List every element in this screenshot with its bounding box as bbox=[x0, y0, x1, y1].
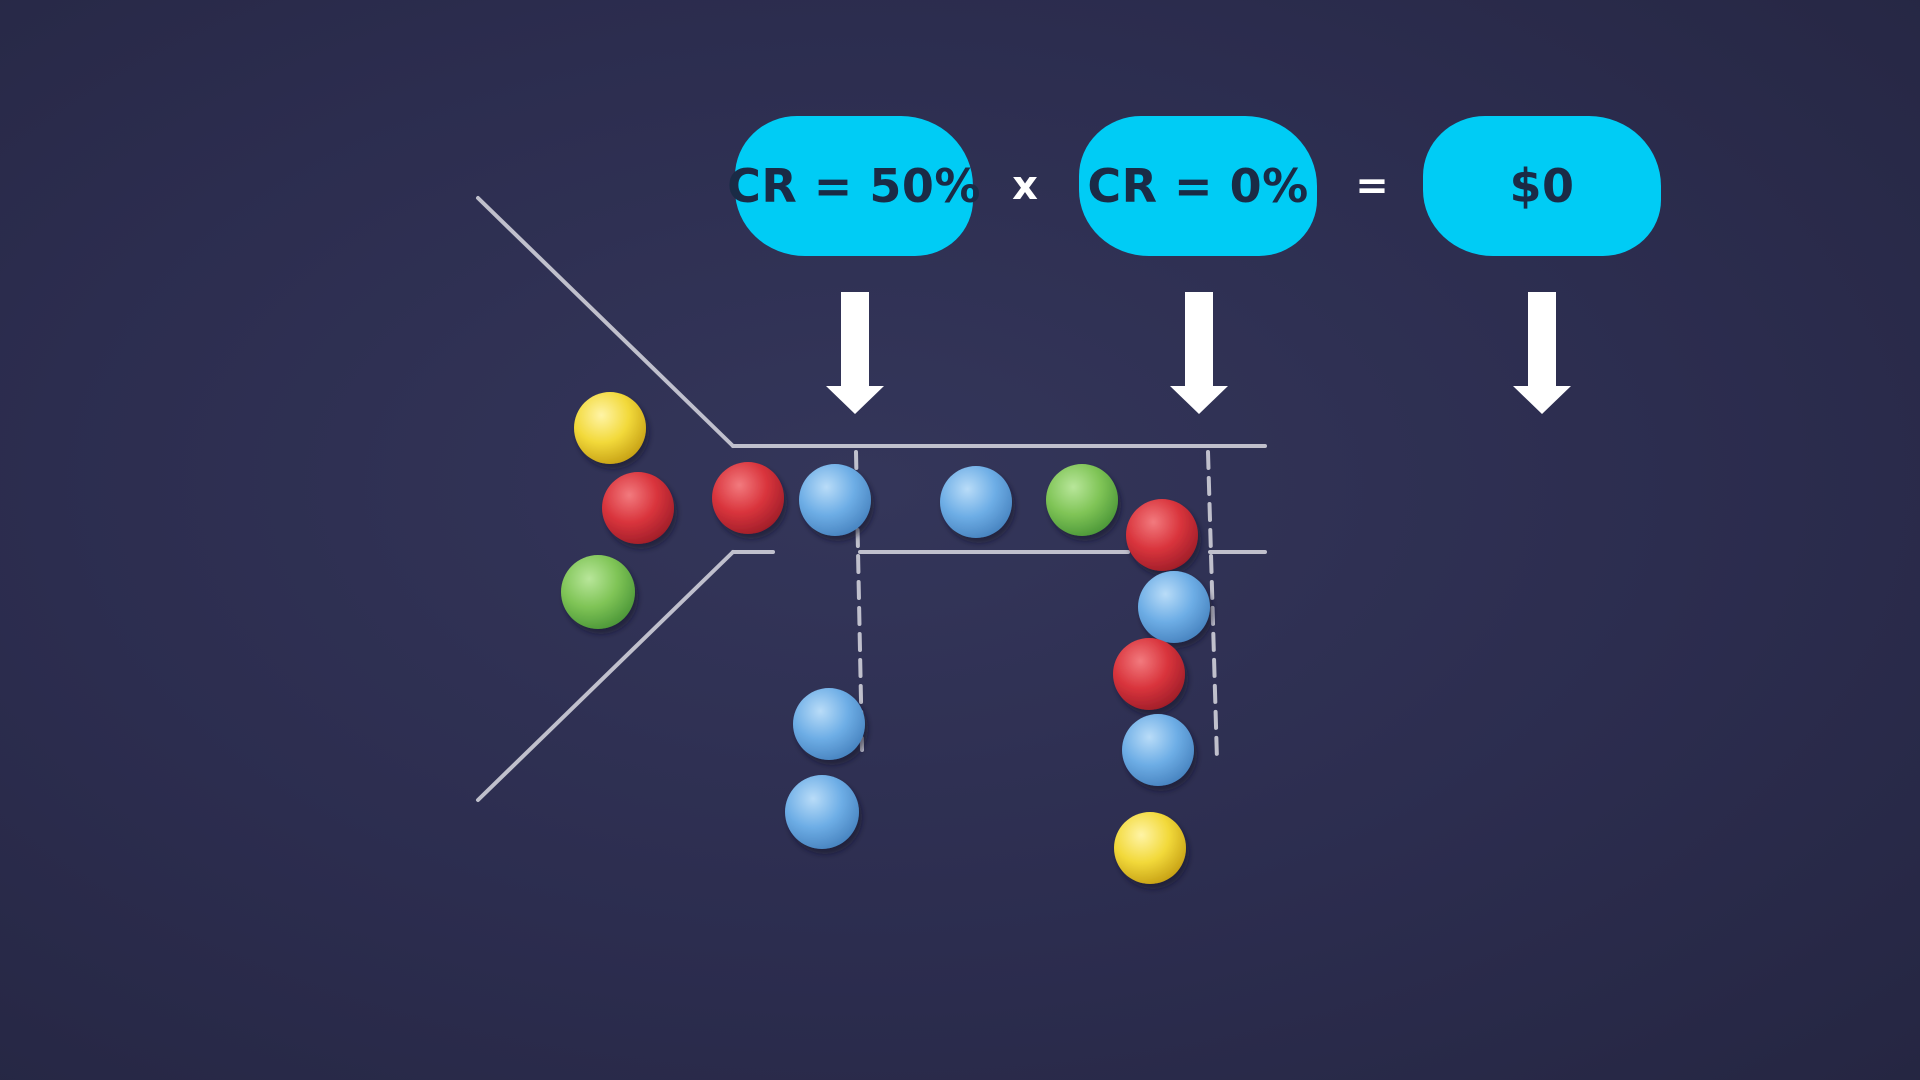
candy-red bbox=[1113, 638, 1185, 710]
candy-blue bbox=[940, 466, 1012, 538]
conversion-rate-stage-2: CR = 0% bbox=[1087, 159, 1309, 213]
drop-off-guides bbox=[854, 450, 1219, 762]
candy-yellow bbox=[1114, 812, 1186, 884]
result-pill: $0 bbox=[1423, 116, 1661, 256]
conversion-rate-stage-1-pill: CR = 50% bbox=[727, 116, 980, 256]
candy-blue bbox=[793, 688, 865, 760]
candy-red bbox=[602, 472, 674, 544]
candy-blue bbox=[1138, 571, 1210, 643]
candy-blue bbox=[1122, 714, 1194, 786]
down-arrow-icon bbox=[1513, 292, 1571, 414]
candy-red bbox=[712, 462, 784, 534]
candy-yellow bbox=[574, 392, 646, 464]
multiply-operator: x bbox=[1012, 163, 1038, 209]
funnel-bottom-wall bbox=[476, 550, 735, 802]
down-arrow-icon bbox=[826, 292, 884, 414]
drop-guide-stage-2 bbox=[1206, 450, 1219, 762]
funnel-outline bbox=[476, 196, 1267, 802]
drop-guide-stage-1 bbox=[854, 450, 864, 752]
down-arrow-icon bbox=[1170, 292, 1228, 414]
candies bbox=[561, 392, 1210, 884]
result-value: $0 bbox=[1509, 159, 1575, 213]
arrows bbox=[826, 292, 1571, 414]
candy-green bbox=[1046, 464, 1118, 536]
candy-green bbox=[561, 555, 635, 629]
equals-operator: = bbox=[1355, 163, 1389, 209]
conversion-rate-stage-2-pill: CR = 0% bbox=[1079, 116, 1317, 256]
candy-blue bbox=[785, 775, 859, 849]
funnel-top-wall bbox=[476, 196, 735, 448]
candy-red bbox=[1126, 499, 1198, 571]
candy-blue bbox=[799, 464, 871, 536]
conversion-rate-stage-1: CR = 50% bbox=[727, 159, 981, 213]
